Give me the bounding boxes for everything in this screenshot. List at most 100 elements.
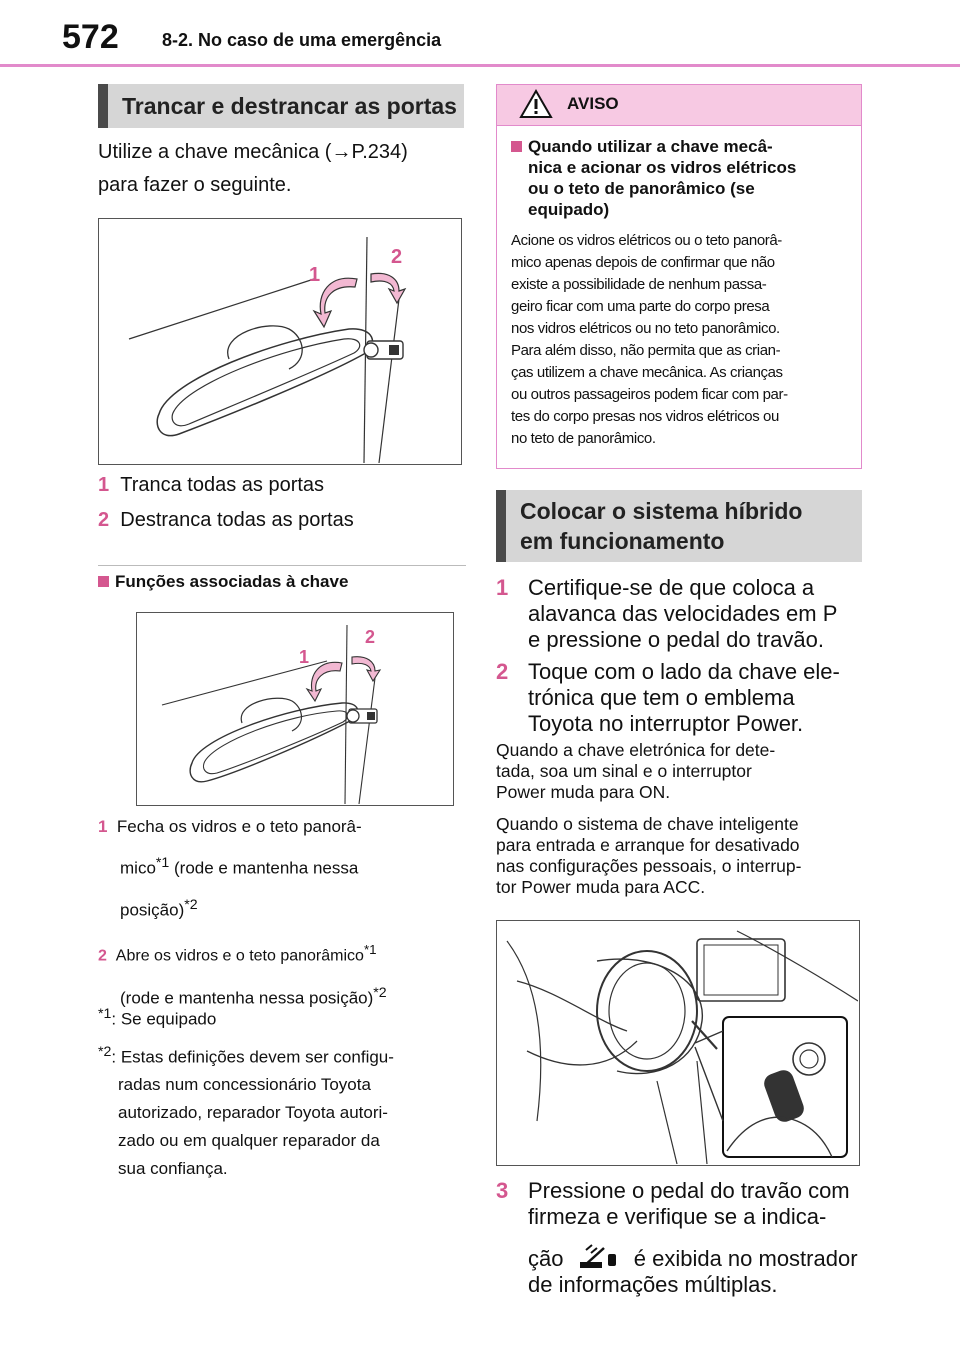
warning-heading-line: equipado)	[528, 200, 610, 219]
square-bullet-icon	[98, 576, 109, 587]
footnote-text: zado ou em qualquer reparador da	[118, 1131, 380, 1151]
step-lock: 1 Tranca todas as portas	[98, 474, 324, 497]
warning-box: AVISO Quando utilizar a chave mecâ- nica…	[496, 84, 862, 469]
warning-body: Acione os vidros elétricos ou o teto pan…	[497, 220, 861, 450]
step-text: é exibida no mostrador	[633, 1246, 858, 1271]
step-text: Destranca todas as portas	[120, 509, 354, 531]
footnote-text: radas num concessionário Toyota	[118, 1075, 371, 1095]
subsection-title: Funções associadas à chave	[98, 572, 348, 592]
brake-pedal-indicator-icon	[579, 1244, 616, 1268]
figure2-label-1: 1	[299, 647, 309, 667]
step-press-brake: 3 Pressione o pedal do travão com firmez…	[496, 1178, 876, 1298]
warning-body-line: Acione os vidros elétricos ou o teto pan…	[511, 232, 782, 249]
hybrid-start-steps: 1 Certifique-se de que coloca a alavanca…	[496, 575, 876, 737]
page-ref-link[interactable]: →P.234)	[331, 141, 408, 163]
footnote-1: *1: Se equipado	[98, 1000, 468, 1034]
page-number: 572	[62, 18, 119, 56]
step-text: Abre os vidros e o teto panorâmico	[115, 947, 364, 965]
step-text: alavanca das velocidades em P	[528, 601, 838, 626]
footnote-text: : Se equipado	[111, 1009, 217, 1029]
warning-body-line: geiro ficar com uma parte do corpo presa	[511, 298, 770, 315]
footnote-ref: *2	[373, 984, 387, 1001]
warning-body-line: mico apenas depois de confirmar que não	[511, 254, 775, 271]
step-text: firmeza e verifique se a indica-	[528, 1204, 827, 1229]
step-text: (rode e mantenha nessa posição)	[120, 988, 374, 1008]
footnotes: *1: Se equipado *2: Estas definições dev…	[98, 1000, 468, 1183]
door-handle-illustration-2: 1 2	[161, 624, 382, 805]
warning-triangle-icon	[519, 89, 553, 118]
step-text: de informações múltiplas.	[528, 1272, 778, 1297]
paragraph-line: nas configurações pessoais, o interrup-	[496, 856, 802, 876]
key-functions-steps: 1 Fecha os vidros e o teto panorâ- mico*…	[98, 812, 468, 1013]
footnote-mark: *2	[98, 1043, 112, 1060]
paragraph-line: tor Power muda para ACC.	[496, 877, 706, 897]
step-text: posição)	[120, 900, 185, 920]
square-bullet-icon	[511, 141, 522, 152]
door-handle-illustration: 1 2	[128, 236, 407, 464]
intro-text: Utilize a chave mecânica (→P.234) para f…	[98, 136, 408, 202]
footnote-ref: *1	[155, 855, 170, 871]
warning-body-line: ou outros passageiros podem ficar com pa…	[511, 386, 788, 403]
divider	[98, 565, 466, 566]
paragraph-line: para entrada e arranque for desativado	[496, 835, 800, 855]
step-shift-p: 1 Certifique-se de que coloca a alavanca…	[496, 575, 876, 653]
warning-header: AVISO	[497, 85, 861, 126]
section-title-hybrid-start: Colocar o sistema híbrido em funcionamen…	[496, 490, 862, 562]
warning-heading-line: nica e acionar os vidros elétricos	[528, 158, 797, 177]
warning-body-line: nos vidros elétricos ou no teto panorâmi…	[511, 320, 780, 337]
intro-line1: Utilize a chave mecânica (	[98, 141, 332, 163]
warning-body-line: existe a possibilidade de nenhum passa-	[511, 276, 767, 293]
step-touch-key: 2 Toque com o lado da chave ele- trónica…	[496, 659, 876, 737]
section-title-line: em funcionamento	[520, 528, 725, 554]
footnote-2: *2: Estas definições devem ser configu- …	[98, 1038, 468, 1184]
step-text: ção	[528, 1246, 564, 1271]
door-handle-figure-1: 1 2	[98, 218, 462, 465]
step-number: 3	[496, 1178, 509, 1203]
warning-body-line: Para além disso, não permita que as cria…	[511, 342, 781, 359]
warning-body-line: tes do corpo presas nos vidros elétricos…	[511, 408, 779, 425]
chapter-title: 8-2. No caso de uma emergência	[162, 30, 442, 50]
step-text: (rode e mantenha nessa	[169, 858, 359, 878]
warning-body-line: ças utilizem a chave mecânica. As crianç…	[511, 364, 783, 381]
paragraph-line: tada, soa um sinal e o interruptor	[496, 761, 752, 781]
footnote-text: : Estas definições devem ser configu-	[111, 1047, 394, 1067]
paragraph-smart-key: Quando o sistema de chave inteligente pa…	[496, 814, 866, 898]
subsection-text: Funções associadas à chave	[115, 572, 349, 591]
paragraph-line: Quando a chave eletrónica for dete-	[496, 740, 776, 760]
step-unlock: 2 Destranca todas as portas	[98, 509, 354, 532]
step-open-windows: 2 Abre os vidros e o teto panorâmico*1 (…	[98, 935, 468, 1013]
step-text: Fecha os vidros e o teto panorâ-	[116, 817, 362, 836]
section-title-locking: Trancar e destrancar as portas	[98, 84, 464, 128]
step-number: 1	[98, 817, 108, 836]
warning-heading-line: Quando utilizar a chave mecâ-	[528, 137, 773, 156]
paragraph-line: Power muda para ON.	[496, 782, 671, 802]
step-number: 2	[98, 947, 107, 965]
footnote-text: sua confiança.	[118, 1159, 228, 1179]
step-text: Toyota no interruptor Power.	[528, 711, 804, 736]
figure1-label-1: 1	[309, 264, 320, 286]
footnote-ref: *1	[363, 942, 377, 958]
cockpit-illustration	[506, 930, 859, 1165]
section-title-line: Colocar o sistema híbrido	[520, 498, 803, 524]
footnote-ref: *2	[184, 896, 198, 913]
step-close-windows: 1 Fecha os vidros e o teto panorâ- mico*…	[98, 812, 468, 925]
warning-body-line: no teto de panorâmico.	[511, 430, 656, 447]
figure2-label-2: 2	[365, 627, 375, 647]
footnote-mark: *1	[98, 1006, 112, 1022]
paragraph-line: Quando o sistema de chave inteligente	[496, 814, 799, 834]
door-handle-figure-2: 1 2	[136, 612, 454, 806]
warning-label: AVISO	[567, 94, 619, 113]
step-text: Tranca todas as portas	[120, 474, 325, 496]
step-number: 1	[98, 474, 110, 496]
step-text: Toque com o lado da chave ele-	[528, 659, 840, 684]
step-number: 1	[496, 575, 509, 600]
step-text: Pressione o pedal do travão com	[528, 1178, 850, 1203]
step-text: trónica que tem o emblema	[528, 685, 795, 710]
paragraph-key-detected: Quando a chave eletrónica for dete- tada…	[496, 740, 866, 803]
intro-line2: para fazer o seguinte.	[98, 174, 292, 196]
cockpit-figure	[496, 920, 860, 1166]
figure1-label-2: 2	[391, 246, 402, 268]
warning-heading: Quando utilizar a chave mecâ- nica e aci…	[497, 126, 861, 220]
warning-heading-line: ou o teto de panorâmico (se	[528, 179, 755, 198]
step-text: mico	[120, 858, 156, 878]
